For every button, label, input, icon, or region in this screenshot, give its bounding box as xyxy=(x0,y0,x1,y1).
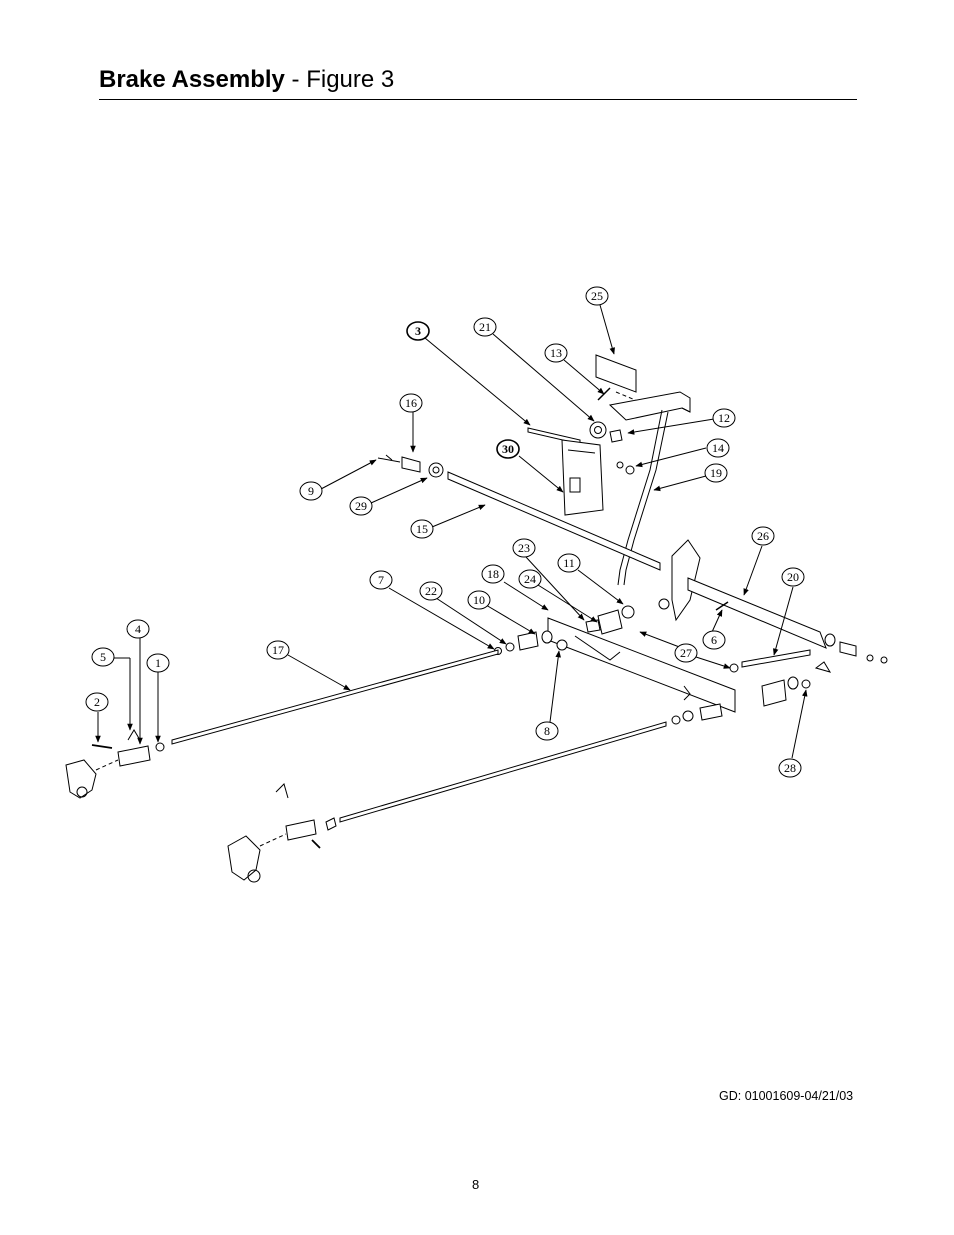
parts-drawing xyxy=(65,354,888,883)
page-number: 8 xyxy=(472,1177,480,1192)
callout-22: 22 xyxy=(425,584,437,598)
callout-4: 4 xyxy=(135,622,141,636)
callout-16: 16 xyxy=(405,396,417,410)
title-rest: - Figure 3 xyxy=(284,66,395,93)
callout-28: 28 xyxy=(784,761,796,775)
callout-labels: 25 3 21 13 12 16 14 30 19 9 29 15 26 23 … xyxy=(85,286,808,778)
callout-13: 13 xyxy=(550,346,562,360)
page-title: Brake Assembly - Figure 3 xyxy=(99,66,394,94)
callout-30: 30 xyxy=(502,442,514,456)
callout-23: 23 xyxy=(518,541,530,555)
document-code: GD: 01001609-04/21/03 xyxy=(719,1089,854,1103)
callout-1: 1 xyxy=(155,656,161,670)
callout-10: 10 xyxy=(473,593,485,607)
callout-17: 17 xyxy=(272,643,284,657)
callout-6: 6 xyxy=(711,633,717,647)
callout-24: 24 xyxy=(524,572,536,586)
callout-15: 15 xyxy=(416,522,428,536)
callout-12: 12 xyxy=(718,411,730,425)
callout-14: 14 xyxy=(712,441,724,455)
callout-7: 7 xyxy=(378,573,384,587)
callout-27: 27 xyxy=(680,646,692,660)
title-bold: Brake Assembly xyxy=(99,66,285,93)
callout-11: 11 xyxy=(563,556,575,570)
callout-26: 26 xyxy=(757,529,769,543)
callout-25: 25 xyxy=(591,289,603,303)
callout-18: 18 xyxy=(487,567,499,581)
title-rule xyxy=(99,99,857,100)
callout-8: 8 xyxy=(544,724,550,738)
callout-19: 19 xyxy=(710,466,722,480)
callout-9: 9 xyxy=(308,484,314,498)
part-25-pedal-pad xyxy=(595,354,637,393)
callout-3: 3 xyxy=(415,324,421,338)
callout-20: 20 xyxy=(787,570,799,584)
callout-5: 5 xyxy=(100,650,106,664)
callout-21: 21 xyxy=(479,320,491,334)
callout-29: 29 xyxy=(355,499,367,513)
callout-2: 2 xyxy=(94,695,100,709)
